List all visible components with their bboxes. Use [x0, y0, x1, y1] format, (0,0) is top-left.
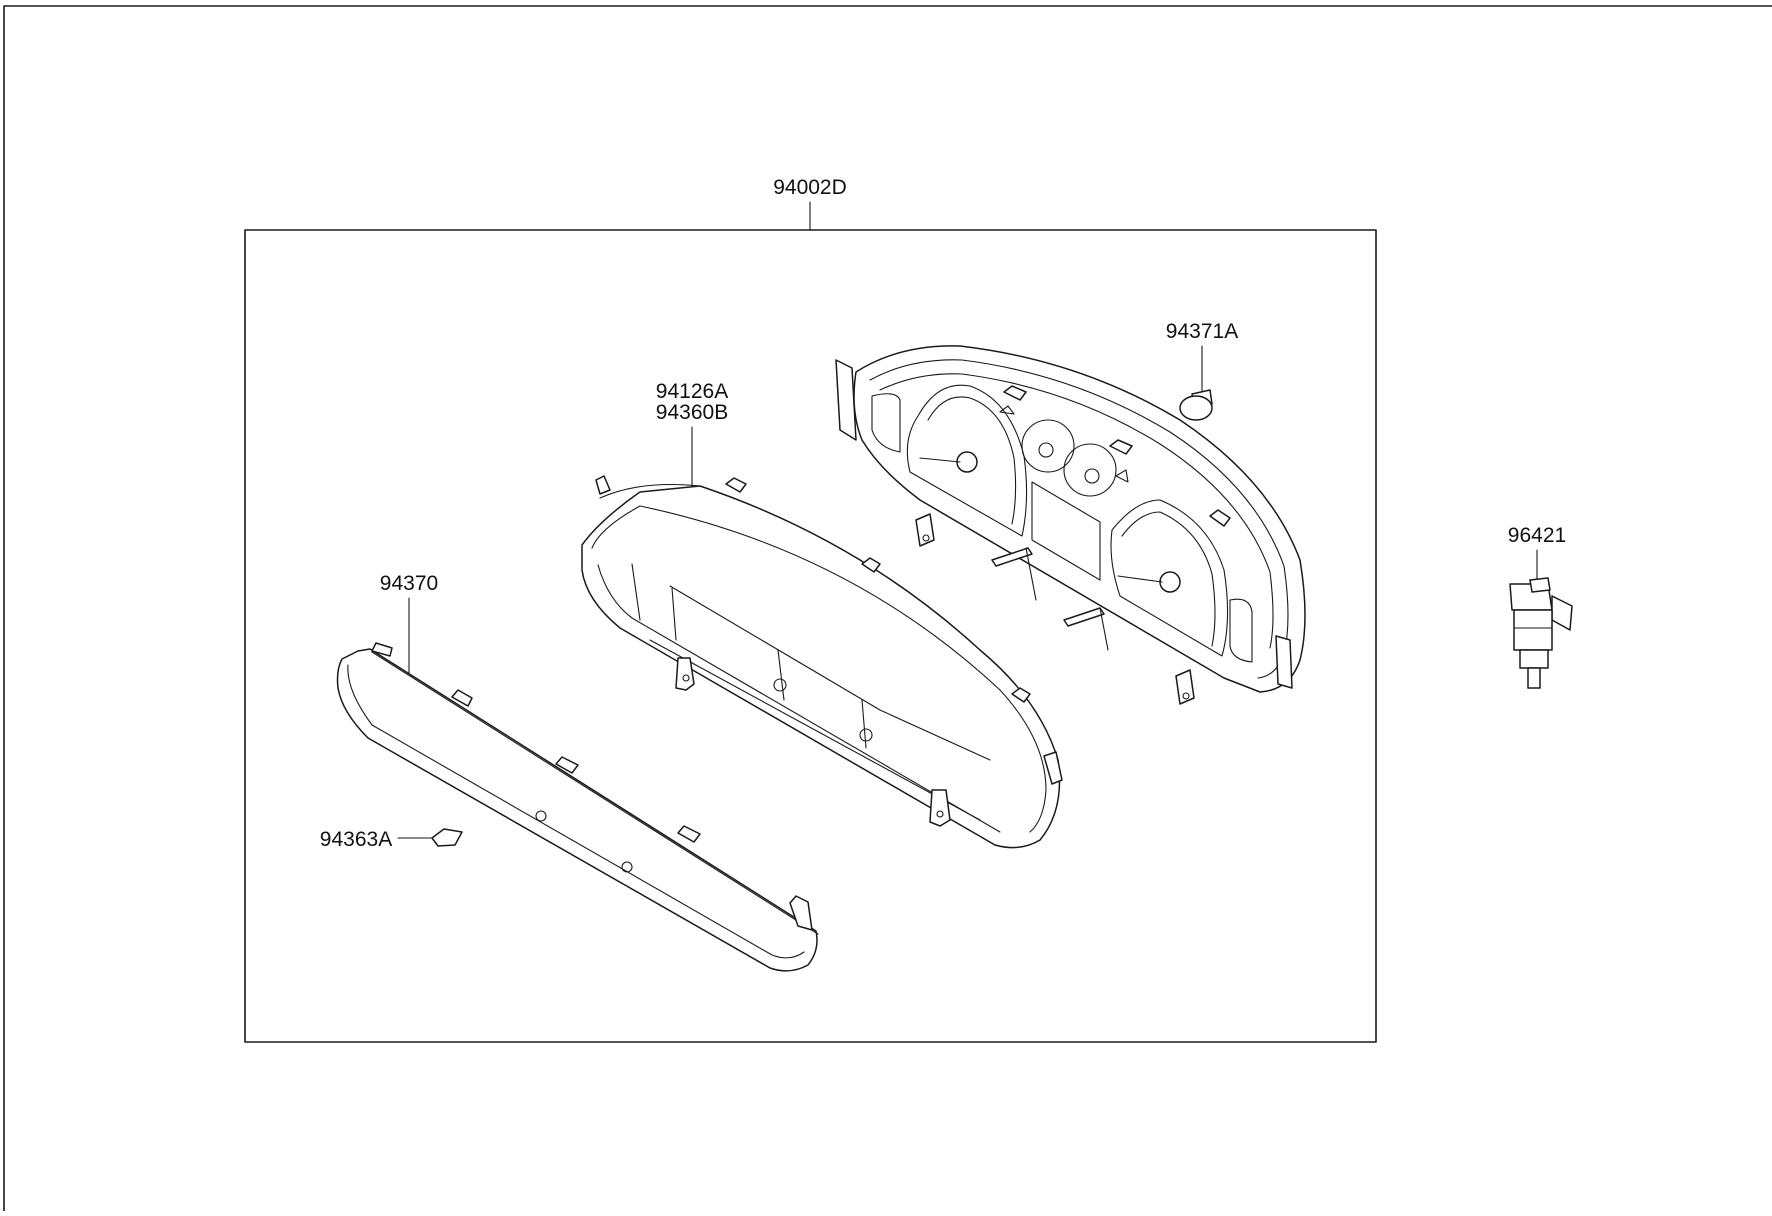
callout-94002D: 94002D	[773, 176, 847, 231]
callout-label-clip: 94363A	[320, 828, 392, 851]
callout-94370: 94370	[380, 572, 438, 679]
callout-label-sensor: 96421	[1508, 524, 1566, 547]
callout-94363A: 94363A	[320, 828, 433, 851]
clip-part	[431, 828, 463, 847]
sensor-part	[1509, 577, 1573, 689]
callout-94126A-94360B: 94126A 94360B	[656, 380, 728, 488]
callout-94371A: 94371A	[1166, 320, 1238, 395]
callout-96421: 96421	[1508, 524, 1566, 584]
callout-label-assembly: 94002D	[773, 176, 847, 199]
callout-label-bulb: 94371A	[1166, 320, 1238, 343]
page-frame	[3, 5, 1772, 1212]
instrument-cluster-part	[835, 345, 1306, 705]
callout-label-glass-2: 94360B	[656, 401, 728, 424]
cluster-glass-part	[581, 475, 1063, 849]
front-lens-part	[336, 642, 819, 972]
bulb-part	[1179, 389, 1213, 421]
callout-label-glass-1: 94126A	[656, 380, 728, 403]
callout-label-lens: 94370	[380, 572, 438, 595]
